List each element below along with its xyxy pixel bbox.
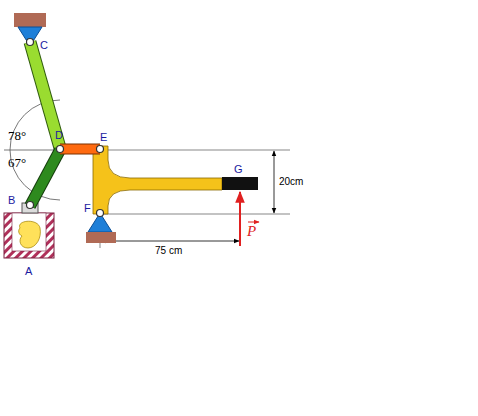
point-label: G — [234, 164, 243, 175]
force-label: P — [247, 224, 256, 239]
bell-crank — [93, 146, 222, 214]
point-label: C — [40, 40, 48, 51]
vector-accent — [248, 222, 259, 223]
link-outline — [30, 150, 60, 206]
handle-grip — [222, 177, 258, 190]
force-arrow — [239, 192, 241, 246]
dimension-label: 75 cm — [154, 246, 183, 256]
housing — [4, 213, 54, 258]
pin — [27, 39, 34, 46]
ceiling-support — [14, 13, 46, 27]
reference-line — [4, 150, 60, 151]
pin — [27, 202, 34, 209]
angle-label: 78° — [8, 129, 26, 142]
housing-cavity — [12, 213, 46, 251]
pin-support — [18, 27, 42, 46]
guide-line — [100, 214, 290, 215]
point-label: B — [8, 195, 15, 206]
pin — [97, 146, 104, 153]
pin — [57, 146, 64, 153]
dimension-line — [274, 151, 275, 213]
point-label: E — [100, 132, 107, 143]
point-label: A — [25, 266, 32, 277]
dimension-line — [101, 241, 239, 242]
link-bd — [30, 150, 60, 206]
link-outline — [60, 144, 100, 155]
guide-line — [100, 150, 290, 151]
angle-label: 67° — [8, 156, 26, 169]
point-label: D — [55, 130, 63, 141]
piston — [19, 221, 41, 248]
point-label: F — [84, 203, 91, 214]
ground-support — [86, 232, 116, 243]
pin — [97, 210, 104, 217]
link-de — [60, 145, 100, 154]
dimension-label: 20cm — [278, 177, 304, 187]
